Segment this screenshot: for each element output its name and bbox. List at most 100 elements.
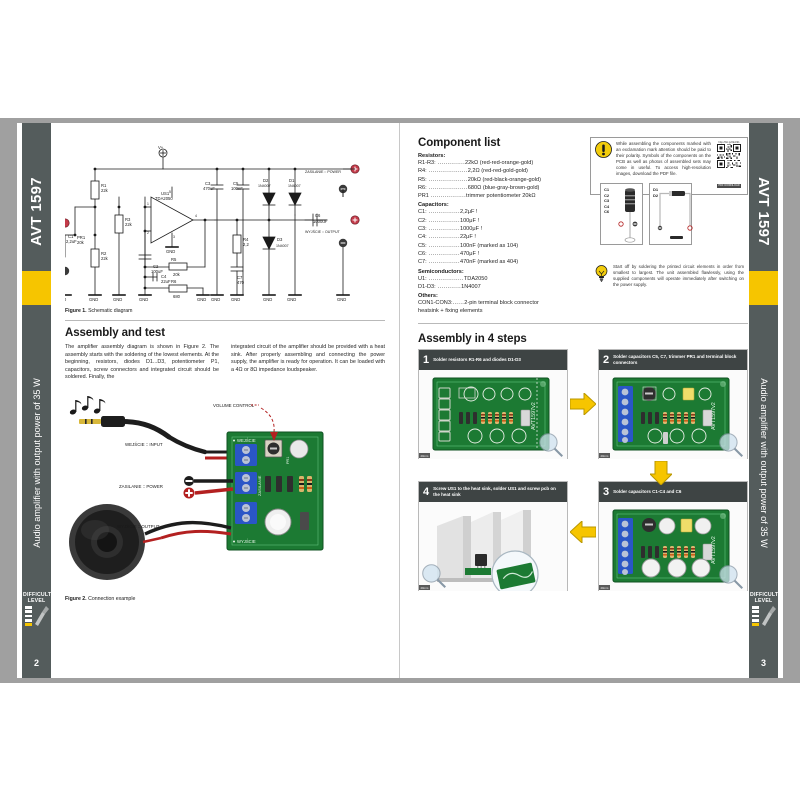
pcb-board: WEJŚCIE WYJŚCIE ZASILANIE PR1 <box>226 431 324 551</box>
component-row: C7: ................470nF (marked as 404… <box>418 259 519 266</box>
svg-text:5: 5 <box>169 190 171 194</box>
svg-text:V+: V+ <box>158 145 164 150</box>
magnifier-icon-3[interactable] <box>718 564 744 590</box>
page-number-right: 3 <box>760 658 766 668</box>
svg-text:100nF: 100nF <box>231 186 243 191</box>
magazine-spread: AVT 1597 Audio amplifier with output pow… <box>17 123 783 678</box>
step-4-text: Screw US1 to the heat sink, solder US1 a… <box>433 486 556 497</box>
sidebar-kit-title: Audio amplifier with output power of 35 … <box>22 313 51 613</box>
svg-text:C6: C6 <box>315 213 321 218</box>
svg-text:GND: GND <box>263 297 272 302</box>
label-output: WYJŚCIE :: OUTPUT <box>117 524 160 529</box>
assembly-step-4: 4 Screw US1 to the heat sink, solder US1… <box>418 481 568 591</box>
label-input: WEJŚCIE :: INPUT <box>125 442 163 447</box>
right-sidebar: AVT 1597 Audio amplifier with output pow… <box>749 123 782 678</box>
sidebar-accent-band-right <box>749 271 778 305</box>
pcb-silkscreen-2: AVT1597v2 <box>711 402 717 430</box>
svg-text:WYJŚCIE: WYJŚCIE <box>237 539 256 544</box>
music-notes-icon <box>69 395 106 415</box>
component-row: R6: ....................680Ω (blue-gray-… <box>418 184 540 191</box>
difficulty-bar <box>24 610 32 613</box>
assembly-heading: Assembly and test <box>65 327 165 339</box>
svg-text:D2: D2 <box>263 178 269 183</box>
figure-1-caption: Figure 1. Schematic diagram <box>65 308 385 314</box>
component-row: C5: ................100nF (marked as 104… <box>418 242 519 249</box>
svg-text:GND: GND <box>337 297 346 302</box>
step-4-number: 4 <box>423 485 430 498</box>
svg-text:US1: US1 <box>161 191 170 196</box>
assembly-step-2: 2 Solder capacitors C5, C7, trimmer PR1 … <box>598 349 748 459</box>
scale-tag-2: 20mm <box>599 453 610 458</box>
difficulty-label-2: LEVEL <box>27 597 46 604</box>
group-label: Others: <box>418 293 438 300</box>
label-volume: VOLUME CONTROL <box>213 403 255 408</box>
difficulty-bar <box>751 606 759 609</box>
svg-text:GND: GND <box>89 297 98 302</box>
svg-text:GND: GND <box>139 297 148 302</box>
component-row: U1: ..................TDA2050 <box>418 275 488 282</box>
diode-refs: D1 D2 <box>653 187 659 198</box>
svg-text:680: 680 <box>173 294 181 299</box>
magnifier-icon-4[interactable] <box>421 563 447 589</box>
right-page: AVT 1597 Audio amplifier with output pow… <box>400 123 783 678</box>
difficulty-indicator: DIFFICULTY LEVEL <box>23 592 55 626</box>
component-row: R5: ....................20kΩ (red-black-… <box>418 176 541 183</box>
svg-text:470: 470 <box>237 280 245 285</box>
difficulty-meter-right <box>751 606 777 626</box>
group-label: Semiconductors: <box>418 268 464 275</box>
svg-text:GND: GND <box>113 297 122 302</box>
step-4-photo: 20mm <box>419 502 567 591</box>
tip-text: Start off by soldering the printed circu… <box>613 264 744 287</box>
difficulty-bar <box>24 606 32 609</box>
assembly-step-3: 3 Solder capacitors C1-C4 and C6 <box>598 481 748 591</box>
figure-2-caption-text: Connection example <box>86 595 136 602</box>
steps-divider <box>418 323 748 324</box>
component-list: Component list Resistors: R1-R3: .......… <box>418 137 583 316</box>
svg-text:D3: D3 <box>277 237 283 242</box>
component-row: heatsink + fixing elements <box>418 308 483 315</box>
soldering-iron-icon-right <box>761 606 776 626</box>
polarity-symbol-boxes: C1 C2 C3 C4 C6 <box>600 183 693 245</box>
sidebar-accent-band <box>22 271 51 305</box>
step-2-number: 2 <box>603 353 610 366</box>
scale-tag-1: 20mm <box>419 453 430 458</box>
qr-url-text: http://bit.ly/2kvNi1 <box>718 141 740 144</box>
svg-text:R3: R3 <box>125 217 131 222</box>
step-4-header: 4 Screw US1 to the heat sink, solder US1… <box>419 482 567 502</box>
difficulty-indicator-right: DIFFICULTY LEVEL <box>750 592 782 626</box>
difficulty-bars <box>24 606 32 626</box>
magnifier-icon-1[interactable] <box>538 432 564 458</box>
svg-text:20k: 20k <box>77 240 85 245</box>
svg-text:ZASILANIE: ZASILANIE <box>257 475 262 496</box>
difficulty-bar <box>751 619 759 622</box>
svg-text:C2: C2 <box>153 264 159 269</box>
component-row: C1: ................2,2μF ! <box>418 209 478 216</box>
figure-2-connection-example: WEJŚCIE WYJŚCIE ZASILANIE PR1 <box>65 392 385 602</box>
svg-text:C4: C4 <box>161 274 167 279</box>
polarity-note-text: While assembling the components marked w… <box>616 141 711 176</box>
svg-text:R5: R5 <box>171 257 177 262</box>
step-3-text: Solder capacitors C1-C4 and C6 <box>613 489 682 495</box>
step-2-text: Solder capacitors C5, C7, trimmer PR1 an… <box>613 354 737 365</box>
component-group-semiconductors: Semiconductors: U1: ..................TD… <box>418 269 583 292</box>
qr-code-icon[interactable] <box>717 144 741 169</box>
pcb-silkscreen-3: AVT1597v2 <box>711 536 717 564</box>
svg-text:22uF: 22uF <box>161 279 171 284</box>
scale-tag-3: 20mm <box>599 585 610 590</box>
svg-text:4: 4 <box>195 214 197 218</box>
group-label: Resistors: <box>418 153 446 159</box>
svg-text:PR1: PR1 <box>77 235 86 240</box>
magnifier-icon-2[interactable] <box>718 432 744 458</box>
step-3-photo: AVT1597v2 20mm <box>599 502 747 591</box>
lightbulb-icon <box>595 265 608 282</box>
step-1-photo: AVT1597v2 20mm <box>419 370 567 459</box>
component-row: R4: ....................2,2Ω (red-red-go… <box>418 168 528 175</box>
svg-text:C7: C7 <box>237 275 243 280</box>
qr-block[interactable]: http://bit.ly/2kvNi1 <box>715 141 743 191</box>
svg-text:ZASILANIE :: POWER: ZASILANIE :: POWER <box>305 170 341 174</box>
soldering-iron-icon <box>34 606 49 626</box>
svg-text:100uF: 100uF <box>151 269 163 274</box>
